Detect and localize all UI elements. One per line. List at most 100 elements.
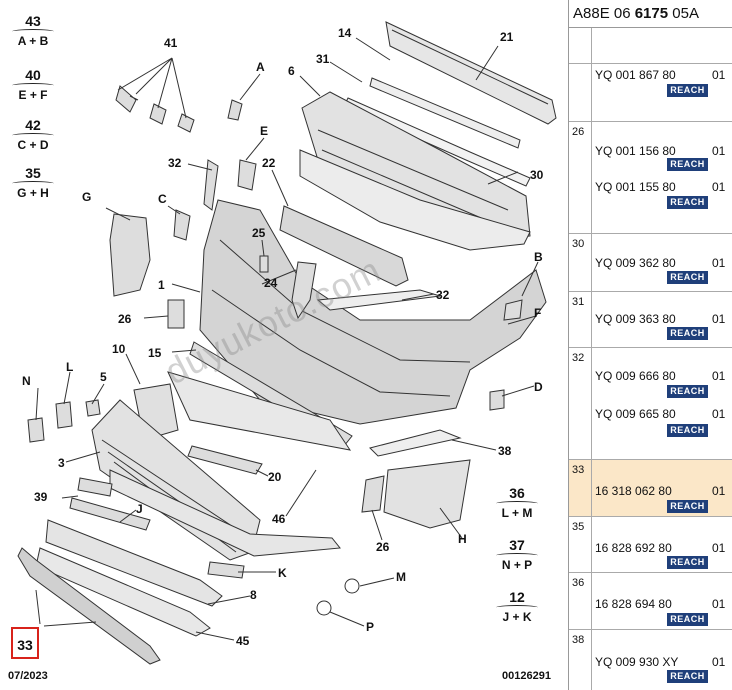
ref-number: 31 — [572, 296, 585, 308]
reach-badge: REACH — [667, 556, 708, 569]
callout-H[interactable]: H — [458, 532, 467, 546]
callout-C[interactable]: C — [158, 192, 167, 206]
header-bold: 6175 — [634, 5, 669, 22]
callout-38[interactable]: 38 — [498, 444, 512, 458]
callout-10[interactable]: 10 — [112, 342, 126, 356]
reach-badge: REACH — [667, 613, 708, 626]
parts-row[interactable]: 38 YQ 009 930 XY 01 REACH — [569, 630, 732, 690]
part-number[interactable]: YQ 009 930 XY — [595, 655, 679, 669]
callout-20[interactable]: 20 — [268, 470, 282, 484]
reach-badge: REACH — [667, 385, 708, 398]
part-number[interactable]: 16 828 694 80 — [595, 597, 672, 611]
reach-badge: REACH — [667, 424, 708, 437]
reach-badge: REACH — [667, 670, 708, 683]
callout-24[interactable]: 24 — [264, 276, 278, 290]
parts-row-blank — [569, 28, 732, 64]
callout-32-mid[interactable]: 32 — [436, 288, 450, 302]
parts-row[interactable]: 36 16 828 694 80 01 REACH — [569, 573, 732, 630]
parts-row[interactable]: 31 YQ 009 363 80 01 REACH — [569, 292, 732, 348]
reach-badge: REACH — [667, 158, 708, 171]
highlighted-ref-badge[interactable]: 33 — [11, 627, 39, 659]
footer-code: 00126291 — [502, 670, 551, 682]
part-qty: 01 — [712, 180, 726, 194]
callout-D[interactable]: D — [534, 380, 543, 394]
callout-P[interactable]: P — [366, 620, 375, 634]
callout-J[interactable]: J — [136, 502, 143, 516]
callout-L[interactable]: L — [66, 360, 74, 374]
callout-A[interactable]: A — [256, 60, 265, 74]
callout-31[interactable]: 31 — [316, 52, 330, 66]
part-number[interactable]: YQ 001 156 80 — [595, 144, 676, 158]
callout-25[interactable]: 25 — [252, 226, 266, 240]
parts-row[interactable]: 26 YQ 001 156 80 01 REACH YQ 001 155 80 … — [569, 122, 732, 234]
ref-number: 38 — [572, 634, 585, 646]
part-qty: 01 — [712, 407, 726, 421]
reach-badge: REACH — [667, 196, 708, 209]
ref-number: 35 — [572, 521, 585, 533]
part-qty: 01 — [712, 144, 726, 158]
part-qty: 01 — [712, 256, 726, 270]
header-suffix: 05A — [668, 5, 699, 22]
callout-15[interactable]: 15 — [148, 346, 162, 360]
upper-strip-part — [369, 77, 521, 149]
reach-badge: REACH — [667, 327, 708, 340]
callout-26-left[interactable]: 26 — [118, 312, 132, 326]
ref-number: 33 — [572, 464, 585, 476]
callout-E[interactable]: E — [260, 124, 269, 138]
parts-row[interactable]: 32 YQ 009 666 80 01 REACH YQ 009 665 80 … — [569, 348, 732, 460]
parts-row-selected[interactable]: 33 16 318 062 80 01 REACH — [569, 460, 732, 517]
ref-number: 32 — [572, 352, 585, 364]
callout-32-top[interactable]: 32 — [168, 156, 182, 170]
callout-F[interactable]: F — [534, 306, 542, 320]
part-number[interactable]: YQ 001 155 80 — [595, 180, 676, 194]
part-qty: 01 — [712, 655, 726, 669]
part-qty: 01 — [712, 369, 726, 383]
part-number[interactable]: 16 828 692 80 — [595, 541, 672, 555]
callout-26-right[interactable]: 26 — [376, 540, 390, 554]
callout-46[interactable]: 46 — [272, 512, 286, 526]
callout-14[interactable]: 14 — [338, 26, 352, 40]
reach-badge: REACH — [667, 84, 708, 97]
part-number[interactable]: YQ 009 362 80 — [595, 256, 676, 270]
callout-45[interactable]: 45 — [236, 634, 250, 648]
callout-6[interactable]: 6 — [288, 64, 295, 78]
callout-3[interactable]: 3 — [58, 456, 65, 470]
exploded-view-drawing — [17, 21, 557, 665]
callout-G[interactable]: G — [82, 190, 92, 204]
reach-badge: REACH — [667, 271, 708, 284]
part-number[interactable]: YQ 009 665 80 — [595, 407, 676, 421]
callout-8[interactable]: 8 — [250, 588, 257, 602]
callout-39[interactable]: 39 — [34, 490, 48, 504]
footer-date: 07/2023 — [8, 670, 48, 682]
parts-row[interactable]: YQ 001 867 80 01 REACH — [569, 64, 732, 122]
callout-22[interactable]: 22 — [262, 156, 276, 170]
part-number[interactable]: YQ 001 867 80 — [595, 68, 676, 82]
part-qty: 01 — [712, 597, 726, 611]
callout-1[interactable]: 1 — [158, 278, 165, 292]
part-qty: 01 — [712, 312, 726, 326]
parts-list-panel: A88E 06 6175 05A YQ 001 867 80 01 REACH … — [568, 0, 732, 690]
ref-number: 26 — [572, 126, 585, 138]
reach-badge: REACH — [667, 500, 708, 513]
part-number[interactable]: YQ 009 363 80 — [595, 312, 676, 326]
part-qty: 01 — [712, 541, 726, 555]
part-number[interactable]: YQ 009 666 80 — [595, 369, 676, 383]
callout-B[interactable]: B — [534, 250, 543, 264]
parts-row[interactable]: 30 YQ 009 362 80 01 REACH — [569, 234, 732, 292]
callout-K[interactable]: K — [278, 566, 287, 580]
parts-row[interactable]: 35 16 828 692 80 01 REACH — [569, 517, 732, 573]
callout-M[interactable]: M — [396, 570, 406, 584]
callout-30[interactable]: 30 — [530, 168, 544, 182]
callout-41[interactable]: 41 — [164, 36, 178, 50]
callout-21[interactable]: 21 — [500, 30, 514, 44]
callout-N[interactable]: N — [22, 374, 31, 388]
part-number[interactable]: 16 318 062 80 — [595, 484, 672, 498]
callout-5[interactable]: 5 — [100, 370, 107, 384]
